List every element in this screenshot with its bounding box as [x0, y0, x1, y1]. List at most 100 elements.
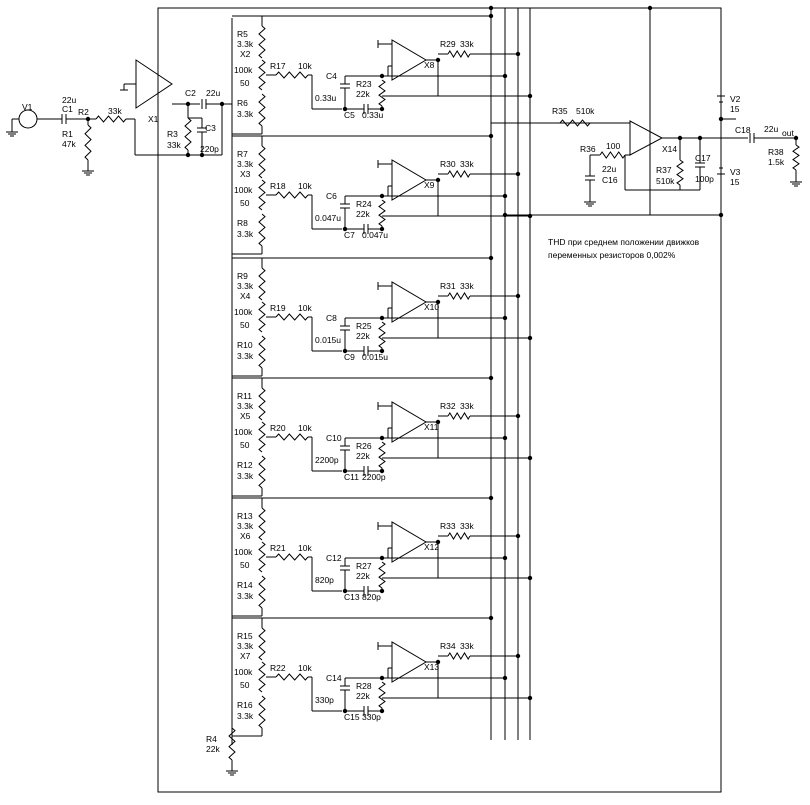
opamp-x1	[135, 59, 173, 109]
junction-dot	[527, 93, 533, 99]
component-label: 100k	[234, 185, 253, 195]
component-label: R35	[552, 106, 568, 116]
opamp-label: X8	[424, 60, 435, 70]
component-label: 50	[240, 198, 250, 208]
component-label: 10k	[298, 181, 312, 191]
component-label: 50	[240, 680, 250, 690]
component-label: R34	[440, 641, 456, 651]
component-label: 100p	[695, 174, 714, 184]
junction-dot	[488, 133, 494, 139]
component-label: R31	[440, 281, 456, 291]
component-label: C14	[326, 673, 342, 683]
note-line-2: переменных резисторов 0,002%	[548, 250, 676, 260]
resistor-r31	[447, 292, 471, 300]
resistor-r35	[559, 119, 591, 127]
component-label: C15	[344, 712, 360, 722]
component-label: 3.3k	[237, 641, 254, 651]
junction-dot	[379, 708, 385, 714]
junction-dot	[379, 106, 385, 112]
component-label: R9	[237, 271, 248, 281]
component-label: 510k	[656, 176, 675, 186]
junction-dot	[502, 675, 508, 681]
component-label: 3.3k	[237, 401, 254, 411]
resistor-r15	[258, 627, 266, 661]
junction-dot	[502, 315, 508, 321]
resistor-r11	[258, 387, 266, 421]
component-label: C16	[602, 175, 618, 185]
output-label: out	[782, 128, 794, 138]
component-label: 33k	[460, 281, 474, 291]
junction-dot	[502, 212, 508, 218]
component-label: 3.3k	[237, 711, 254, 721]
junction-dot	[502, 435, 508, 441]
junction-dot	[515, 533, 521, 539]
component-label: R17	[270, 61, 286, 71]
junction-dot	[488, 5, 494, 11]
resistor-r29	[447, 50, 471, 58]
component-label: 3.3k	[237, 229, 254, 239]
board-frame	[157, 7, 722, 793]
component-label: R3	[167, 129, 178, 139]
resistor-r3	[184, 117, 192, 151]
component-label: R21	[270, 543, 286, 553]
resistor-r8	[258, 213, 266, 247]
component-label: 3.3k	[237, 159, 254, 169]
component-label: V2	[730, 94, 741, 104]
component-label: 33k	[460, 641, 474, 651]
opamp-label: X12	[424, 542, 439, 552]
component-label: R36	[580, 144, 596, 154]
resistor-r4	[228, 727, 236, 761]
junction-dot	[379, 588, 385, 594]
resistor-r5	[258, 25, 266, 59]
component-label: R6	[237, 98, 248, 108]
component-label: R37	[656, 165, 672, 175]
resistor-r20	[275, 433, 309, 441]
resistor-r18	[275, 191, 309, 199]
component-label: 50	[240, 78, 250, 88]
potentiometer-x4	[258, 301, 266, 333]
component-label: 10k	[298, 423, 312, 433]
opamp-x14	[629, 120, 664, 156]
junction-dot	[515, 413, 521, 419]
opamp-x13	[391, 641, 427, 683]
component-label: 22k	[356, 451, 370, 461]
component-label: R19	[270, 303, 286, 313]
resistor-r13	[258, 507, 266, 541]
resistor-r9	[258, 267, 266, 301]
component-label: 22k	[356, 331, 370, 341]
component-label: R14	[237, 580, 253, 590]
component-label: R24	[356, 199, 372, 209]
component-label: C3	[205, 123, 216, 133]
junction-dot	[488, 375, 494, 381]
component-label: 22u	[206, 88, 220, 98]
component-label: C18	[735, 125, 751, 135]
junction-dot	[488, 495, 494, 501]
component-label: 22k	[356, 691, 370, 701]
component-label: R25	[356, 321, 372, 331]
resistor-r32	[447, 412, 471, 420]
resistor-r10	[258, 335, 266, 369]
component-label: 22k	[356, 209, 370, 219]
resistor-r2	[95, 115, 127, 123]
component-label: 3.3k	[237, 39, 254, 49]
component-label: C9	[344, 352, 355, 362]
resistor-r24	[378, 199, 386, 227]
component-label: 100	[606, 141, 620, 151]
resistor-r23	[378, 79, 386, 107]
component-label: 2200p	[362, 472, 386, 482]
component-label: 220p	[200, 144, 219, 154]
component-label: 22k	[356, 89, 370, 99]
resistor-r27	[378, 561, 386, 589]
opamp-label: X11	[424, 422, 439, 432]
opamp-label: X14	[662, 144, 677, 154]
component-label: 22u	[62, 95, 76, 105]
opamp-x10	[391, 281, 427, 323]
source-label: V1	[22, 102, 33, 112]
component-label: R2	[78, 107, 89, 117]
component-label: 10k	[298, 663, 312, 673]
junction-dot	[527, 335, 533, 341]
opamp-label: X13	[424, 662, 439, 672]
component-label: R27	[356, 561, 372, 571]
junction-dot	[379, 226, 385, 232]
component-label: R30	[440, 159, 456, 169]
